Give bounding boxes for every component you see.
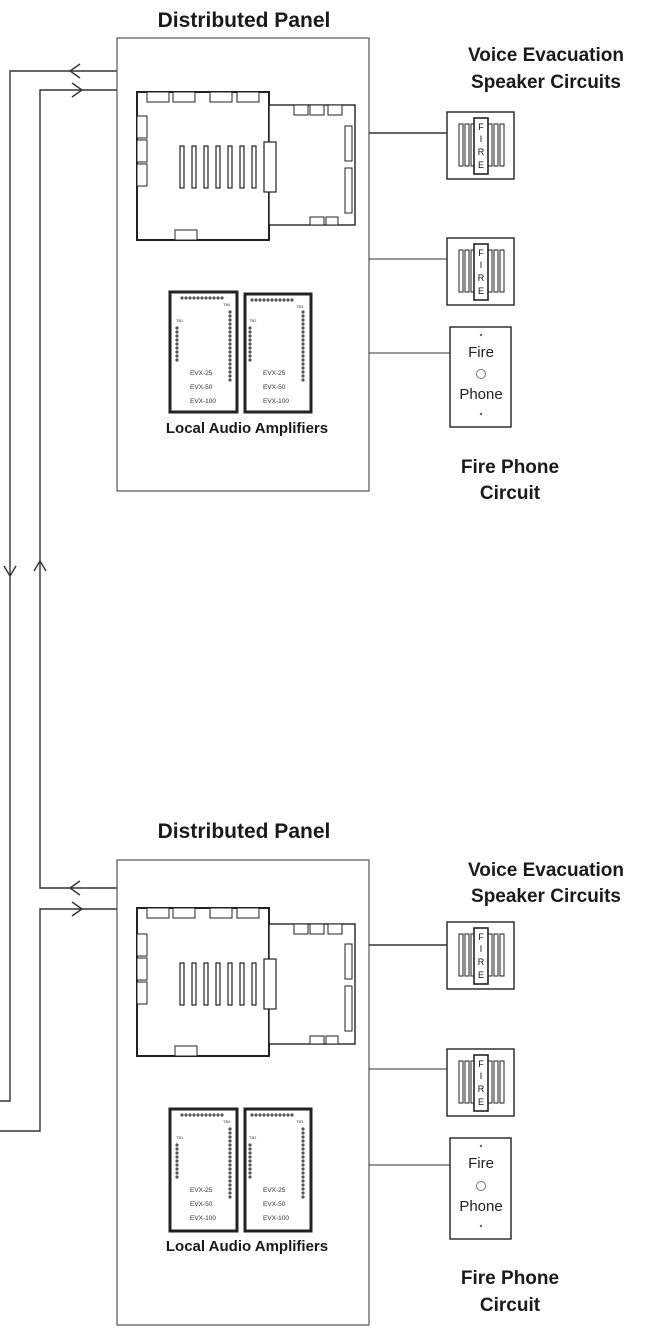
strobe-letter: F xyxy=(478,932,484,942)
model-label: EVX-50 xyxy=(263,384,286,391)
distributed-panel-1: Distributed Panel xyxy=(116,9,624,504)
model-label: EVX-25 xyxy=(263,370,286,377)
field-wiring xyxy=(369,944,450,1166)
speaker-circuit-label-line2: Speaker Circuits xyxy=(471,886,621,907)
strobe-letter: E xyxy=(478,286,484,296)
fire-phone-jack-icon: Fire Phone xyxy=(449,326,512,428)
strobe-letter: I xyxy=(480,944,483,954)
strobe-letter: E xyxy=(478,160,484,170)
terminal-label: TB2 xyxy=(249,318,257,323)
phone-jack-label-bottom: Phone xyxy=(459,386,502,403)
strobe-letter: I xyxy=(480,260,483,270)
model-label: EVX-100 xyxy=(263,1215,289,1222)
speaker-circuit-label-line2: Speaker Circuits xyxy=(471,72,621,93)
strobe-letter: E xyxy=(478,970,484,980)
arrow-up-inner xyxy=(33,559,47,572)
panel-title: Distributed Panel xyxy=(158,9,331,32)
terminal-label: TB4 xyxy=(223,302,231,307)
control-board xyxy=(136,91,356,241)
terminal-label: TB4 xyxy=(223,1119,231,1124)
model-label: EVX-100 xyxy=(190,398,216,405)
riser-wire-inner xyxy=(39,89,117,889)
control-board xyxy=(136,907,356,1057)
model-label: EVX-25 xyxy=(190,1187,213,1194)
speaker-circuit-label-line1: Voice Evacuation xyxy=(468,860,624,881)
arrow-right-2 xyxy=(71,901,84,917)
speaker-strobe-icon: F I R E xyxy=(446,237,515,306)
speaker-strobe-icon: F I R E xyxy=(446,921,515,990)
amplifier-right: TB2 TB3 EVX-25 EVX-50 EVX-100 xyxy=(243,1107,313,1233)
strobe-letter: I xyxy=(480,134,483,144)
model-label: EVX-100 xyxy=(190,1215,216,1222)
amplifier-label: Local Audio Amplifiers xyxy=(166,1238,328,1255)
arrow-right-1 xyxy=(71,82,84,98)
amplifier-label: Local Audio Amplifiers xyxy=(166,420,328,437)
strobe-letter: F xyxy=(478,248,484,258)
riser-wiring xyxy=(0,70,117,1132)
phone-jack-label-top: Fire xyxy=(468,1155,494,1172)
terminal-label: TB3 xyxy=(296,1119,304,1124)
fire-phone-circuit-label-line1: Fire Phone xyxy=(461,457,559,478)
strobe-letter: R xyxy=(478,957,485,967)
phone-jack-label-bottom: Phone xyxy=(459,1198,502,1215)
panel-title: Distributed Panel xyxy=(158,820,331,843)
model-label: EVX-100 xyxy=(263,398,289,405)
strobe-letter: F xyxy=(478,1059,484,1069)
terminal-label: TB1 xyxy=(176,318,184,323)
model-label: EVX-25 xyxy=(190,370,213,377)
model-label: EVX-50 xyxy=(263,1201,286,1208)
fire-phone-circuit-label-line1: Fire Phone xyxy=(461,1268,559,1289)
strobe-letter: R xyxy=(478,147,485,157)
arrow-left-2 xyxy=(68,880,81,896)
speaker-strobe-icon: F I R E xyxy=(446,1048,515,1117)
fire-phone-circuit-label-line2: Circuit xyxy=(480,1295,541,1316)
strobe-letter: R xyxy=(478,1084,485,1094)
strobe-letter: R xyxy=(478,273,485,283)
strobe-letter: F xyxy=(478,122,484,132)
fire-phone-jack-icon: Fire Phone xyxy=(449,1137,512,1240)
terminal-label: TB3 xyxy=(296,304,304,309)
amplifier-left: TB1 TB4 EVX-25 EVX-50 EVX-100 xyxy=(168,290,239,414)
riser-arrows xyxy=(3,63,84,917)
strobe-letter: I xyxy=(480,1071,483,1081)
phone-jack-label-top: Fire xyxy=(468,344,494,361)
fire-phone-circuit-label-line2: Circuit xyxy=(480,483,541,504)
riser-wire-outer xyxy=(0,70,117,1102)
riser-wire-tail xyxy=(0,908,117,1132)
model-label: EVX-50 xyxy=(190,384,213,391)
model-label: EVX-25 xyxy=(263,1187,286,1194)
amplifier-right: TB2 TB3 EVX-25 EVX-50 EVX-100 xyxy=(243,292,313,414)
arrow-down-outer xyxy=(3,565,17,578)
distributed-panel-2: Distributed Panel xyxy=(116,820,624,1326)
model-label: EVX-50 xyxy=(190,1201,213,1208)
speaker-circuit-label-line1: Voice Evacuation xyxy=(468,45,624,66)
terminal-label: TB1 xyxy=(176,1135,184,1140)
terminal-label: TB2 xyxy=(249,1135,257,1140)
amplifier-left: TB1 TB4 EVX-25 EVX-50 EVX-100 xyxy=(168,1107,239,1233)
arrow-left-1 xyxy=(68,63,81,79)
speaker-strobe-icon: F I R E xyxy=(446,111,515,180)
field-wiring xyxy=(369,132,450,354)
strobe-letter: E xyxy=(478,1097,484,1107)
